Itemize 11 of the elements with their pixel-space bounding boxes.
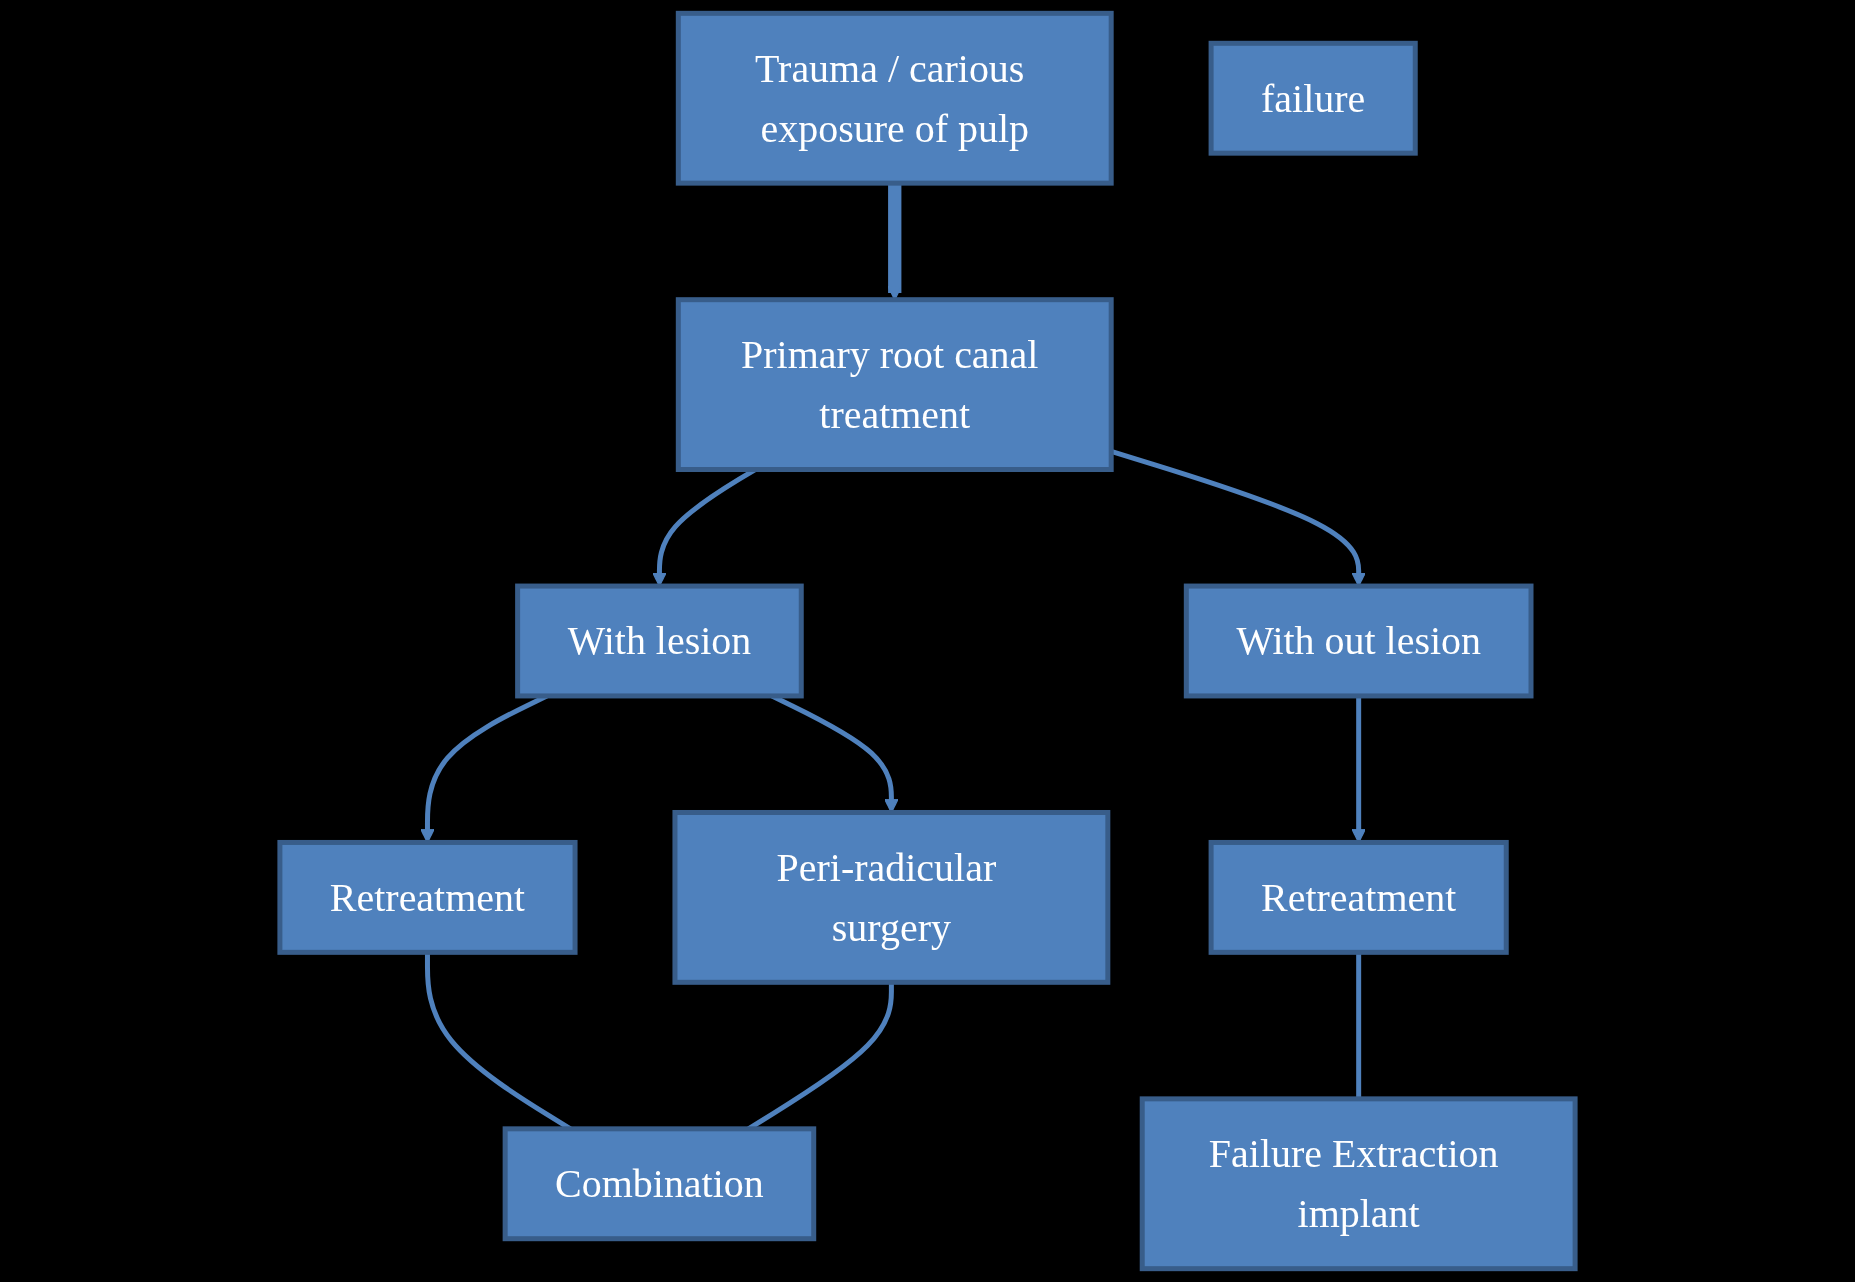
node-box: With out lesion [1183,583,1534,699]
node-box: With lesion [515,583,804,699]
connector [1356,952,1362,1099]
node-box: Retreatment [277,839,578,955]
node-box: failure [1208,40,1418,156]
node-box: Retreatment [1208,839,1509,955]
node-box: Failure Extraction implant [1139,1096,1578,1272]
node-box: Combination [502,1126,817,1242]
node-box: Trauma / carious exposure of pulp [675,10,1114,186]
node-box: Peri-radicular surgery [672,810,1111,985]
node-box: Primary root canal treatment [675,297,1114,472]
